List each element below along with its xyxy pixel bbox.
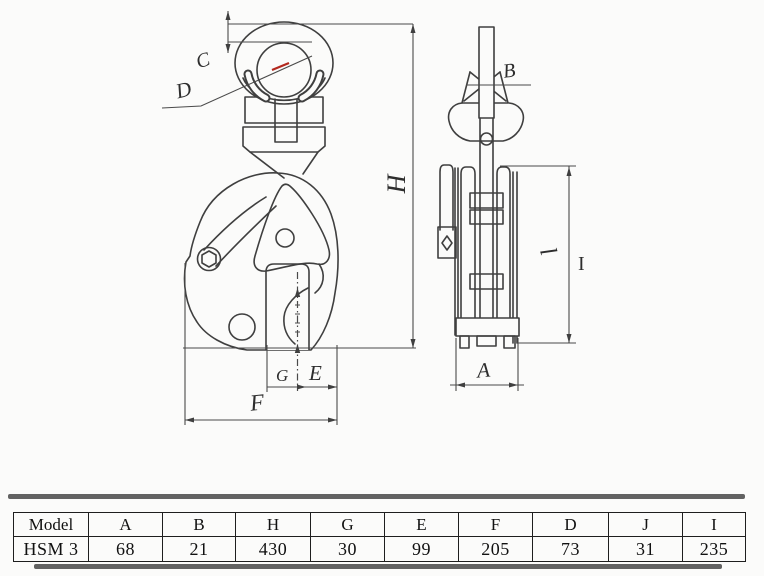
foot-leg-right <box>504 336 515 348</box>
table-data-row: HSM 3 68 21 430 30 99 205 73 31 235 <box>13 536 746 562</box>
centerline-arrow-upper <box>294 288 301 297</box>
spring-plate <box>440 165 453 230</box>
a-arrow-left <box>456 382 465 388</box>
col-header-e: E <box>384 512 459 537</box>
lower-pivot-hole <box>229 314 255 340</box>
label-e: E <box>308 361 322 385</box>
side-view-dimensions: B A l I <box>450 59 585 391</box>
pivot-bolt-hex <box>202 251 216 267</box>
label-i-italic: l <box>534 244 561 259</box>
cell-b: 21 <box>162 536 236 562</box>
cell-f: 205 <box>458 536 533 562</box>
left-plate <box>461 167 475 330</box>
hoist-ring-outer <box>235 22 333 104</box>
spacer-rungs <box>470 193 503 289</box>
lever-arm-top-edge <box>204 197 266 250</box>
dimensions-table: Model A B H G E F D J I HSM 3 68 21 430 … <box>13 512 746 562</box>
foot-leg-left <box>460 336 469 348</box>
side-view <box>438 27 523 348</box>
swivel-lower-block <box>243 127 325 152</box>
col-header-i: I <box>682 512 746 537</box>
f-arrow-right <box>328 417 337 423</box>
cell-e: 99 <box>384 536 459 562</box>
bracket <box>438 227 456 258</box>
i-arrow-down <box>566 334 572 343</box>
foot-bar <box>456 318 519 336</box>
table-header-row: Model A B H G E F D J I <box>13 512 746 537</box>
h-arrow-down <box>410 339 416 348</box>
a-arrow-right <box>509 382 518 388</box>
label-i-serif: I <box>578 253 585 275</box>
cell-model: HSM 3 <box>13 536 89 562</box>
cam-lobe <box>315 264 323 293</box>
col-header-j: J <box>608 512 683 537</box>
c-arrow-up <box>225 11 231 20</box>
g-arrow <box>297 384 306 390</box>
h-arrow-up <box>410 24 416 33</box>
swivel-pin <box>275 99 297 142</box>
shoulder <box>449 103 524 141</box>
col-header-h: H <box>235 512 311 537</box>
label-c: C <box>193 48 213 73</box>
swivel-upper-block <box>245 97 323 123</box>
label-b: B <box>502 59 517 82</box>
cell-a: 68 <box>88 536 163 562</box>
right-plate <box>497 167 510 330</box>
foot-tab-center <box>477 336 496 346</box>
clamp-technical-drawing: C D H G E F <box>0 11 585 500</box>
cam-plate <box>254 184 329 271</box>
label-d: D <box>172 76 193 103</box>
cell-j: 31 <box>608 536 683 562</box>
pivot-bolt-circle <box>198 248 221 271</box>
cell-i: 235 <box>682 536 746 562</box>
shank <box>479 27 494 118</box>
i-arrow-up <box>566 167 572 176</box>
label-g: G <box>276 366 288 385</box>
e-arrow <box>328 384 337 390</box>
col-header-a: A <box>88 512 163 537</box>
col-header-d: D <box>532 512 609 537</box>
col-header-b: B <box>162 512 236 537</box>
col-header-g: G <box>310 512 385 537</box>
bracket-diamond-hole <box>442 236 452 250</box>
label-f: F <box>248 389 267 416</box>
d-leader <box>162 56 312 108</box>
label-h: H <box>382 173 411 194</box>
cell-h: 430 <box>235 536 311 562</box>
hoist-ring-hole <box>257 43 311 97</box>
cell-d: 73 <box>532 536 609 562</box>
scan-artifact-top <box>8 494 745 499</box>
neck-line-right <box>303 152 318 174</box>
shackle-hole <box>481 133 493 145</box>
ring-slot-left-inner <box>248 74 266 98</box>
cell-g: 30 <box>310 536 385 562</box>
c-arrow-down <box>225 44 231 53</box>
cam-plate-hole <box>276 229 294 247</box>
ring-slot-right-inner <box>302 74 320 98</box>
front-view-dimensions: C D H G E F <box>162 11 416 425</box>
f-arrow-left <box>185 417 194 423</box>
label-a: A <box>474 358 491 383</box>
lever-arm-bottom-edge <box>216 206 276 266</box>
serration-ticks <box>295 305 300 332</box>
d-red-mark <box>272 63 289 70</box>
scan-artifact-bottom <box>34 564 722 569</box>
outer-plate-lines <box>455 168 517 343</box>
col-header-model: Model <box>13 512 89 537</box>
col-header-f: F <box>458 512 533 537</box>
neck-line-left <box>250 152 284 178</box>
front-view <box>184 22 338 391</box>
